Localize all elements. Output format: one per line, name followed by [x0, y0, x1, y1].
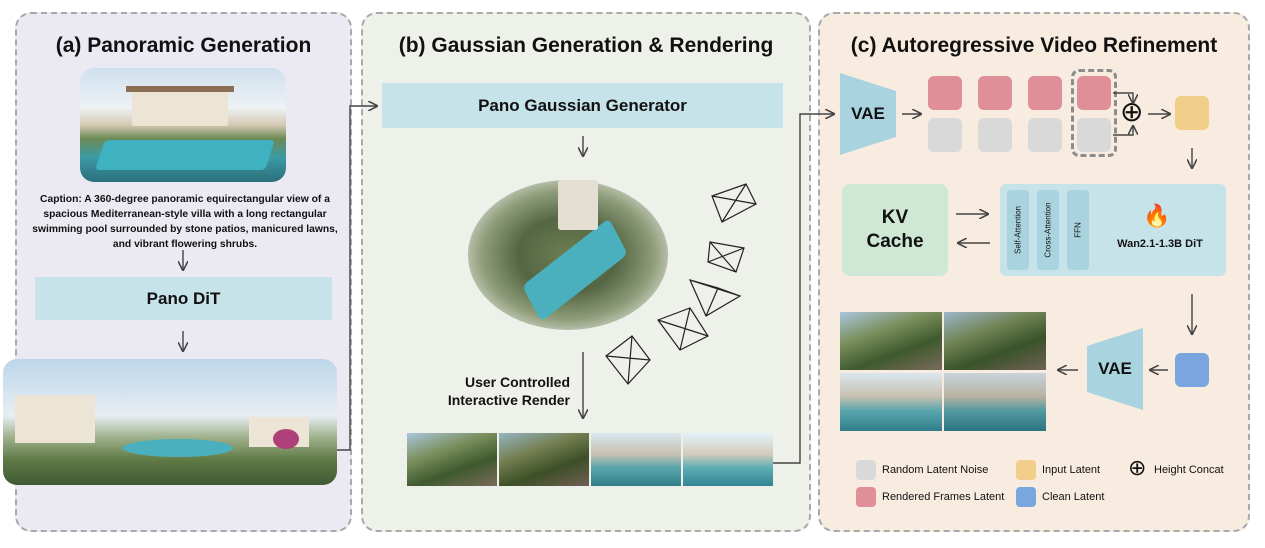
refined-frame-1 [840, 312, 942, 370]
kv-cache-line2: Cache [866, 231, 924, 252]
panorama-flowers [273, 429, 299, 449]
kv-cache-line1: KV [881, 207, 909, 228]
render-label: User Controlled Interactive Render [420, 373, 570, 409]
camera-frustum-2 [707, 241, 745, 273]
caption-text: Caption: A 360-degree panoramic equirect… [32, 194, 338, 250]
clean-latent [1175, 353, 1209, 387]
gaussian-building [558, 180, 598, 230]
arrow-render-to-vae [773, 114, 834, 464]
gaussian-splat-scene [448, 160, 688, 350]
refined-frame-2 [944, 312, 1046, 370]
panorama-image [3, 359, 337, 485]
legend-height-concat: Height Concat [1154, 464, 1224, 476]
height-concat-symbol: ⊕ [1120, 96, 1144, 127]
cross-attention-block: Cross-Attention [1037, 190, 1059, 270]
rendered-latent-3 [1028, 76, 1062, 110]
dit-label: Wan2.1-1.3B DiT [1117, 238, 1203, 250]
pano-dit-box: Pano DiT [35, 277, 332, 320]
villa-building [132, 90, 228, 126]
camera-frustum-4 [657, 307, 709, 351]
camera-frustums [605, 183, 757, 385]
kv-cache-box: KV Cache [842, 184, 948, 276]
refined-frame-3 [840, 373, 942, 431]
legend-input-latent: Input Latent [1042, 464, 1101, 476]
rendered-latent-4 [1077, 76, 1111, 110]
input-latent [1175, 96, 1209, 130]
legend-swatch-rendered [856, 487, 876, 507]
render-label-line1: User Controlled [464, 374, 570, 390]
render-frame-3 [591, 433, 681, 486]
legend-swatch-clean [1016, 487, 1036, 507]
render-frame-1 [407, 433, 497, 486]
arrow-concat-bottom [1113, 126, 1133, 136]
villa-photo [80, 68, 286, 182]
camera-frustum-3 [688, 279, 742, 317]
panorama-left-house [15, 395, 95, 443]
arrow-concat-top [1113, 92, 1133, 103]
camera-frustum-5 [605, 335, 651, 385]
rendered-latent-2 [978, 76, 1012, 110]
rendered-latent-1 [928, 76, 962, 110]
pano-gaussian-generator-box: Pano Gaussian Generator [382, 83, 783, 128]
legend-clean-latent: Clean Latent [1042, 491, 1105, 503]
panel-c-title: (c) Autoregressive Video Refinement [850, 34, 1218, 57]
legend-random-noise: Random Latent Noise [882, 464, 989, 476]
fire-icon: 🔥 [1143, 203, 1171, 228]
current-chunk-frame [1071, 69, 1117, 157]
refined-frame-4 [944, 373, 1046, 431]
noise-latent-4 [1077, 118, 1111, 152]
render-label-line2: Interactive Render [447, 392, 570, 408]
noise-latent-2 [978, 118, 1012, 152]
render-frame-4 [683, 433, 773, 486]
self-attention-block: Self-Attention [1007, 190, 1029, 270]
panel-b-title: (b) Gaussian Generation & Rendering [398, 34, 774, 57]
noise-latent-3 [1028, 118, 1062, 152]
legend-concat-symbol: ⊕ [1128, 455, 1147, 480]
render-frame-2 [499, 433, 589, 486]
panel-a-title: (a) Panoramic Generation [55, 34, 312, 57]
villa-roof [126, 86, 234, 92]
legend-rendered-frames: Rendered Frames Latent [882, 491, 1005, 503]
legend-swatch-input [1016, 460, 1036, 480]
ffn-block: FFN [1067, 190, 1089, 270]
arrow-panorama-to-generator [337, 106, 377, 451]
panorama-pool [123, 439, 233, 457]
legend-swatch-noise [856, 460, 876, 480]
camera-frustum-1 [711, 183, 757, 223]
noise-latent-1 [928, 118, 962, 152]
